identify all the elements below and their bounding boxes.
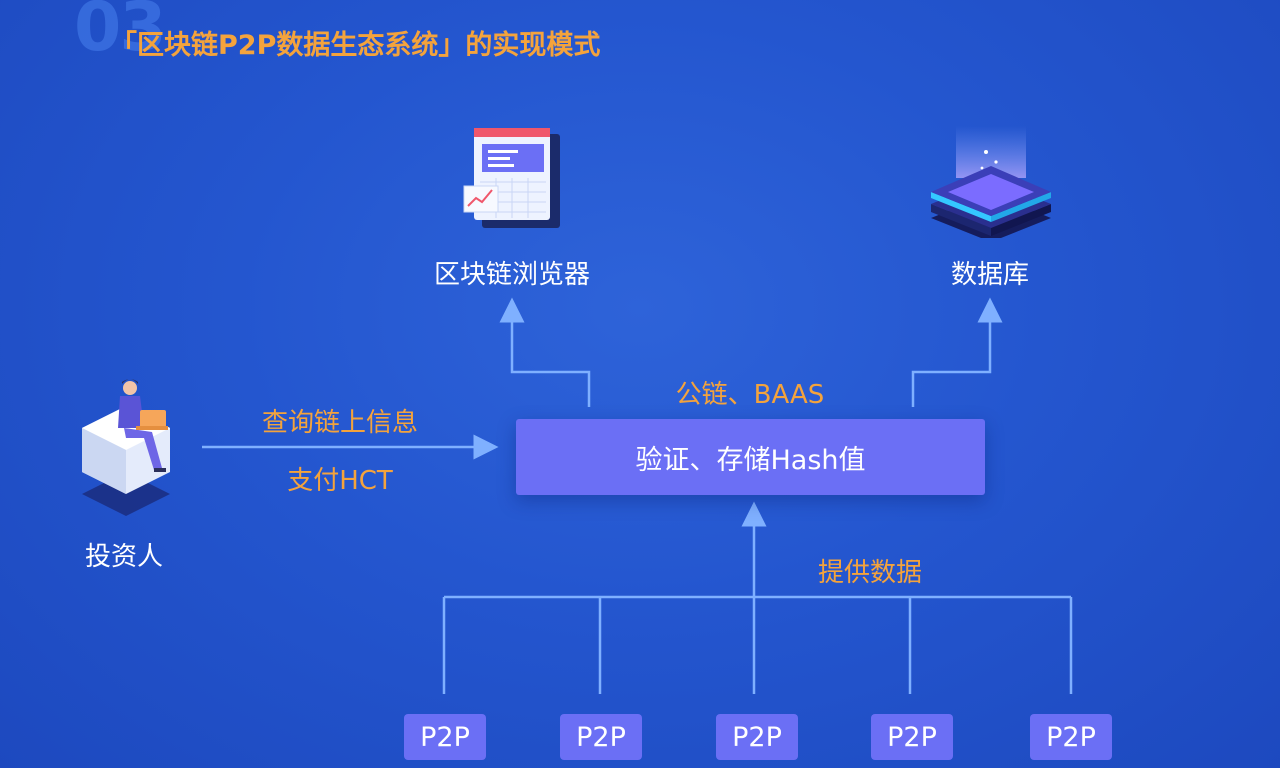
investor-label: 投资人 bbox=[84, 542, 163, 572]
label-public-chain: 公链、BAAS bbox=[675, 380, 825, 410]
label-query: 查询链上信息 bbox=[261, 408, 418, 438]
database-stack-icon bbox=[931, 126, 1051, 238]
page-title: 「区块链P2P数据生态系统」的实现模式 bbox=[110, 30, 601, 61]
browser-chart-icon bbox=[463, 128, 560, 228]
label-pay: 支付HCT bbox=[287, 466, 393, 496]
connector-browser bbox=[499, 297, 591, 407]
section-number: 03 bbox=[74, 0, 167, 67]
p2p-node: P2P bbox=[716, 714, 798, 760]
connector-database bbox=[911, 297, 1003, 407]
p2p-node: P2P bbox=[1030, 714, 1112, 760]
p2p-node: P2P bbox=[404, 714, 486, 760]
p2p-node: P2P bbox=[560, 714, 642, 760]
p2p-node: P2P bbox=[871, 714, 953, 760]
database-label: 数据库 bbox=[950, 260, 1029, 290]
verify-store-box: 验证、存储Hash值 bbox=[516, 419, 985, 495]
label-provide-data: 提供数据 bbox=[817, 558, 922, 588]
browser-label: 区块链浏览器 bbox=[433, 260, 590, 290]
investor-laptop-icon bbox=[82, 379, 170, 516]
